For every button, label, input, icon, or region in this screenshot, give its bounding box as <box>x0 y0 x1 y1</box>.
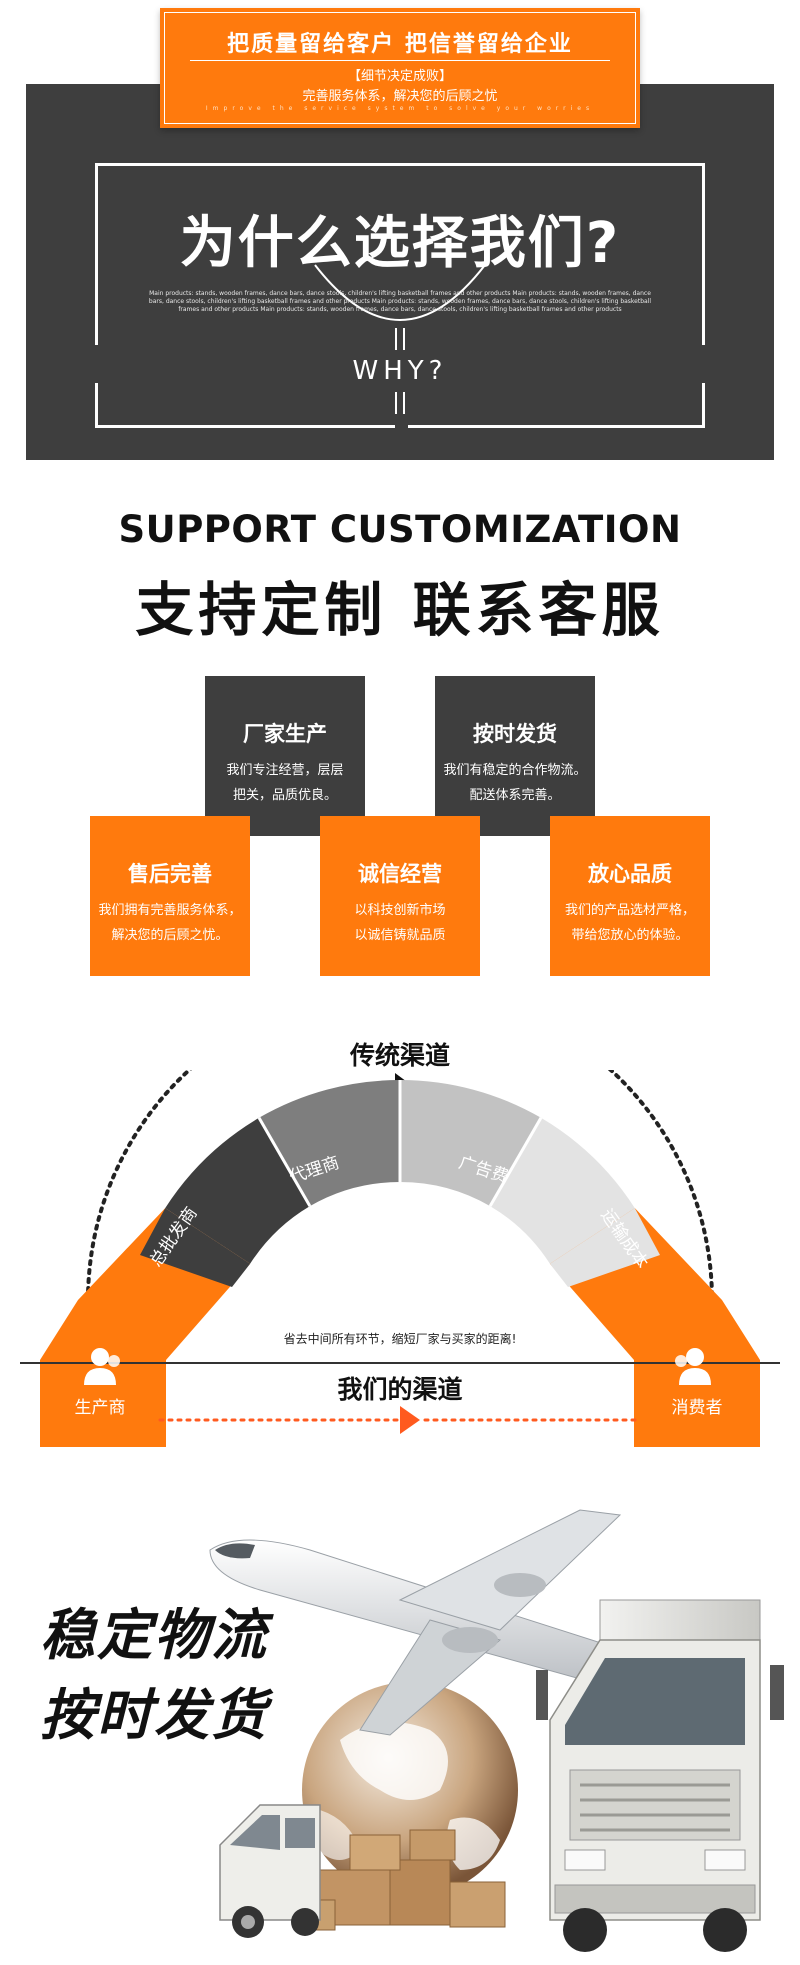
segment-wholesaler <box>165 1117 310 1264</box>
our-channel-title: 我们的渠道 <box>337 1375 463 1404</box>
card-manufacturer: 厂家生产 我们专注经营，层层 把关，品质优良。 <box>205 676 365 836</box>
frame-left-line <box>95 163 98 345</box>
frame-bottom-left <box>95 425 395 428</box>
logistics-line-1: 稳定物流 <box>40 1602 269 1667</box>
consumer-icon <box>675 1348 711 1385</box>
traditional-channel-title: 传统渠道 <box>349 1041 450 1070</box>
card-title: 售后完善 <box>128 862 212 886</box>
card-quality: 放心品质 我们的产品选材严格， 带给您放心的体验。 <box>550 816 710 976</box>
card-text-1: 以科技创新市场 <box>354 903 446 918</box>
van-image <box>219 1804 321 1938</box>
card-text-1: 我们拥有完善服务体系， <box>98 903 242 918</box>
support-title-en: SUPPORT CUSTOMIZATION <box>118 508 682 551</box>
banner-border <box>164 12 636 124</box>
card-text-1: 我们有稳定的合作物流。 <box>443 763 587 778</box>
producer-icon <box>84 1348 120 1385</box>
why-word: WHY? <box>352 356 448 386</box>
consumer-label: 消费者 <box>672 1398 723 1418</box>
logistics-illustration <box>209 1509 784 1952</box>
channel-omit-text: 省去中间所有环节，缩短厂家与买家的距离! <box>283 1332 517 1346</box>
support-title-cn: 支持定制 联系客服 <box>135 576 665 644</box>
why-arc <box>314 264 486 321</box>
why-panel <box>26 84 774 460</box>
traditional-dotted-arc <box>86 1070 714 1302</box>
card-text-2: 解决您的后顾之忧。 <box>111 928 229 943</box>
producer-label: 生产商 <box>75 1398 126 1418</box>
frame-right-low <box>702 383 705 428</box>
card-after-sales: 售后完善 我们拥有完善服务体系， 解决您的后顾之忧。 <box>90 816 250 976</box>
logistics-line-2: 按时发货 <box>40 1682 269 1747</box>
card-text-1: 我们专注经营，层层 <box>226 763 344 778</box>
why-description: Main products: stands, wooden frames, da… <box>148 290 652 313</box>
card-text-2: 带给您放心的体验。 <box>571 928 689 943</box>
our-channel-arrow <box>400 1406 420 1434</box>
why-title: 为什么选择我们? <box>179 211 621 276</box>
airplane-image <box>209 1509 691 1736</box>
segment-separators <box>257 1080 543 1207</box>
card-text-1: 我们的产品选材严格， <box>564 903 695 918</box>
card-title: 放心品质 <box>588 862 672 886</box>
segment-transport <box>490 1117 635 1264</box>
why-mark-top <box>395 328 405 350</box>
banner-subtitle-2: 完善服务体系，解决您的后顾之忧 <box>302 89 498 104</box>
transport-cap <box>549 1208 660 1287</box>
segment-agent <box>259 1080 400 1207</box>
frame-top-line <box>95 163 705 166</box>
banner-tiny-text: Improve the service system to solve your… <box>205 105 595 112</box>
banner-title: 把质量留给客户 把信誉留给企业 <box>227 32 573 57</box>
channel-diagram: 总批发商 代理商 广告费 运输成本 生产商 消费者 <box>20 1070 780 1447</box>
card-integrity: 诚信经营 以科技创新市场 以诚信铸就品质 <box>320 816 480 976</box>
card-title: 按时发货 <box>473 722 557 746</box>
why-mark-bottom <box>395 392 405 414</box>
card-title: 厂家生产 <box>243 722 327 746</box>
segment-advertising <box>400 1080 541 1207</box>
truck-image <box>536 1599 784 1952</box>
frame-bottom-right <box>408 425 705 428</box>
card-title: 诚信经营 <box>358 862 442 886</box>
banner-subtitle-1: 【细节决定成败】 <box>347 69 452 84</box>
frame-left-low <box>95 383 98 428</box>
card-text-2: 配送体系完善。 <box>469 788 561 803</box>
wholesaler-cap <box>140 1208 251 1287</box>
card-ontime-delivery: 按时发货 我们有稳定的合作物流。 配送体系完善。 <box>435 676 595 836</box>
cargo-boxes-image <box>294 1829 506 1931</box>
banner-divider <box>190 60 610 61</box>
card-text-2: 把关，品质优良。 <box>232 788 337 803</box>
card-text-2: 以诚信铸就品质 <box>354 928 446 943</box>
top-banner: 把质量留给客户 把信誉留给企业 【细节决定成败】 完善服务体系，解决您的后顾之忧… <box>160 8 640 128</box>
frame-right-line <box>702 163 705 345</box>
